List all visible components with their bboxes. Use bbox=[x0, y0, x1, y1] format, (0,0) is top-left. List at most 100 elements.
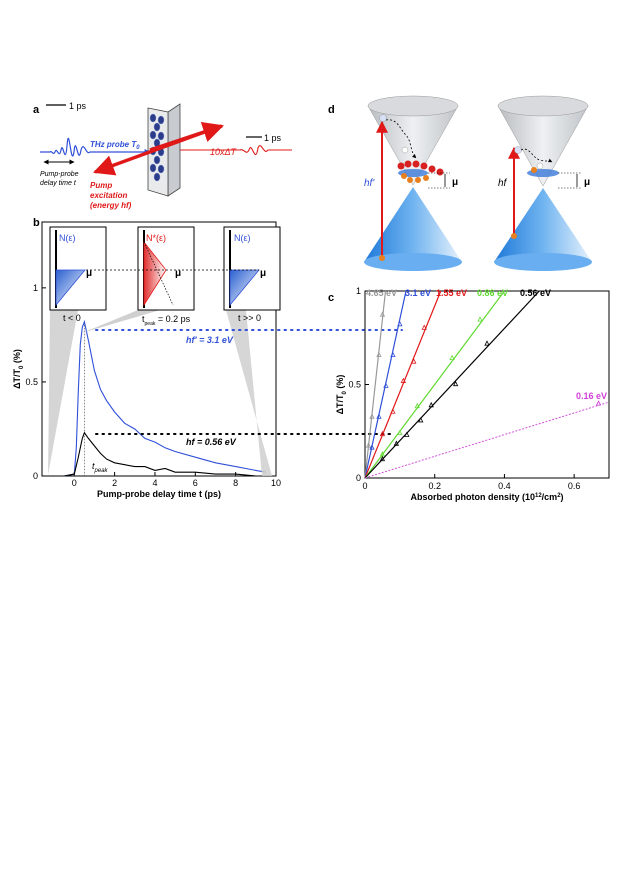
delay-label-2: delay time t bbox=[40, 180, 77, 187]
hf-label: hf bbox=[498, 178, 508, 189]
scale-label-a2: 1 ps bbox=[264, 133, 282, 143]
c-point bbox=[376, 413, 382, 419]
c-point bbox=[390, 351, 396, 358]
c-ytick-label: 1 bbox=[356, 286, 361, 296]
panel-label-b: b bbox=[33, 217, 40, 229]
d-mu-right: μ bbox=[584, 177, 590, 188]
b-ytick-label: 1 bbox=[33, 283, 38, 293]
pump-label-2: excitation bbox=[90, 191, 127, 200]
c-point bbox=[452, 380, 459, 387]
pump-label-1: Pump bbox=[90, 181, 112, 190]
inset3-mu: μ bbox=[260, 268, 266, 279]
c-xtick-label: 0 bbox=[362, 481, 367, 491]
c-series-label-4: 0.56 eV bbox=[520, 288, 551, 298]
c-point bbox=[484, 340, 490, 346]
delay-label-1: Pump-probe bbox=[40, 171, 79, 178]
c-point bbox=[400, 377, 406, 383]
inset2-caption: tpeak = 0.2 ps bbox=[142, 314, 191, 327]
c-point bbox=[383, 382, 389, 388]
c-series-label-0: 4.65 eV bbox=[366, 288, 397, 298]
c-point bbox=[376, 351, 382, 358]
inset1-mu: μ bbox=[86, 268, 92, 279]
c-point bbox=[365, 442, 372, 448]
c-point bbox=[379, 430, 386, 437]
c-point bbox=[397, 320, 403, 327]
inset3-caption: t >> 0 bbox=[238, 313, 261, 323]
inset2-mu: μ bbox=[175, 268, 181, 279]
b-xtick-label: 4 bbox=[152, 478, 157, 488]
c-point bbox=[390, 408, 396, 414]
c-point bbox=[369, 413, 375, 419]
scale-label-a1: 1 ps bbox=[69, 101, 87, 111]
inset2-title: N*(ε) bbox=[146, 233, 166, 243]
chart-c-frame bbox=[364, 290, 610, 479]
c-ytick-label: 0 bbox=[356, 473, 361, 483]
hf-black-label: hf = 0.56 eV bbox=[186, 437, 237, 447]
b-xtick-label: 6 bbox=[193, 478, 198, 488]
c-series-label-5: 0.16 eV bbox=[576, 391, 607, 401]
c-point bbox=[404, 431, 410, 437]
c-point bbox=[449, 354, 455, 361]
thz-probe-pulse bbox=[40, 137, 151, 157]
c-xtick-label: 0.2 bbox=[428, 481, 441, 491]
c-point bbox=[418, 417, 424, 423]
c-point bbox=[393, 440, 400, 446]
c-fit-line-4 bbox=[364, 290, 540, 479]
dirac-cone-left: hf' μ bbox=[364, 95, 462, 271]
c-series-label-3: 0.86 eV bbox=[477, 288, 508, 298]
c-point bbox=[421, 324, 427, 330]
c-series-label-2: 1.55 eV bbox=[436, 288, 467, 298]
c-xtick-label: 0.4 bbox=[498, 481, 511, 491]
graphene-sample bbox=[147, 103, 181, 197]
transmitted-label: 10xΔT bbox=[210, 147, 238, 157]
c-fit-line-0 bbox=[364, 290, 387, 479]
panel-label-c: c bbox=[328, 292, 334, 304]
inset-2: N*(ε) μ tpeak = 0.2 ps bbox=[82, 226, 195, 333]
b-xtick-label: 10 bbox=[271, 478, 281, 488]
hf-prime-label: hf' bbox=[364, 178, 375, 189]
b-xtick-label: 0 bbox=[72, 478, 77, 488]
inset1-caption: t < 0 bbox=[63, 313, 81, 323]
b-xtick-label: 2 bbox=[112, 478, 117, 488]
tpeak-label: tpeak bbox=[92, 461, 109, 474]
c-xlabel: Absorbed photon density (1012/cm2) bbox=[410, 492, 563, 502]
c-point bbox=[369, 444, 375, 450]
panel-label-d: d bbox=[328, 104, 335, 116]
c-point bbox=[379, 311, 386, 317]
b-ytick-label: 0.5 bbox=[25, 377, 38, 387]
inset1-title: N(ε) bbox=[59, 233, 76, 243]
hf-blue-label: hf' = 3.1 eV bbox=[186, 335, 234, 345]
c-point bbox=[414, 402, 420, 409]
c-point bbox=[428, 401, 434, 408]
c-fit-line-2 bbox=[364, 290, 442, 479]
b-ytick-label: 0 bbox=[33, 471, 38, 481]
c-point bbox=[411, 358, 417, 364]
c-point bbox=[595, 400, 602, 406]
c-point bbox=[397, 429, 403, 436]
c-ytick-label: 0.5 bbox=[348, 380, 361, 390]
inset3-title: N(ε) bbox=[234, 233, 251, 243]
transmitted-pulse bbox=[180, 145, 292, 156]
panel-label-a: a bbox=[33, 104, 40, 116]
c-ylabel: ΔT/T0 (%) bbox=[335, 375, 348, 415]
c-fit-line-3 bbox=[364, 290, 505, 479]
b-series-line-1 bbox=[44, 431, 256, 477]
dirac-cone-right: hf μ bbox=[494, 95, 592, 271]
b-ylabel: ΔT/T0 (%) bbox=[12, 349, 25, 389]
c-point bbox=[379, 455, 386, 462]
c-xtick-label: 0.6 bbox=[568, 481, 581, 491]
c-fit-line-5 bbox=[364, 401, 610, 479]
probe-label: THz probe T0 bbox=[90, 140, 140, 151]
d-mu-left: μ bbox=[452, 177, 458, 188]
inset-1: N(ε) μ t < 0 bbox=[48, 226, 107, 475]
b-xlabel: Pump-probe delay time t (ps) bbox=[97, 489, 221, 499]
b-xtick-label: 8 bbox=[233, 478, 238, 488]
c-series-label-1: 3.1 eV bbox=[405, 288, 431, 298]
b-series-line-0 bbox=[44, 319, 266, 477]
chart-b-frame bbox=[41, 221, 277, 477]
pump-label-3: (energy hf) bbox=[90, 201, 132, 210]
pump-arrow-out bbox=[149, 122, 224, 152]
